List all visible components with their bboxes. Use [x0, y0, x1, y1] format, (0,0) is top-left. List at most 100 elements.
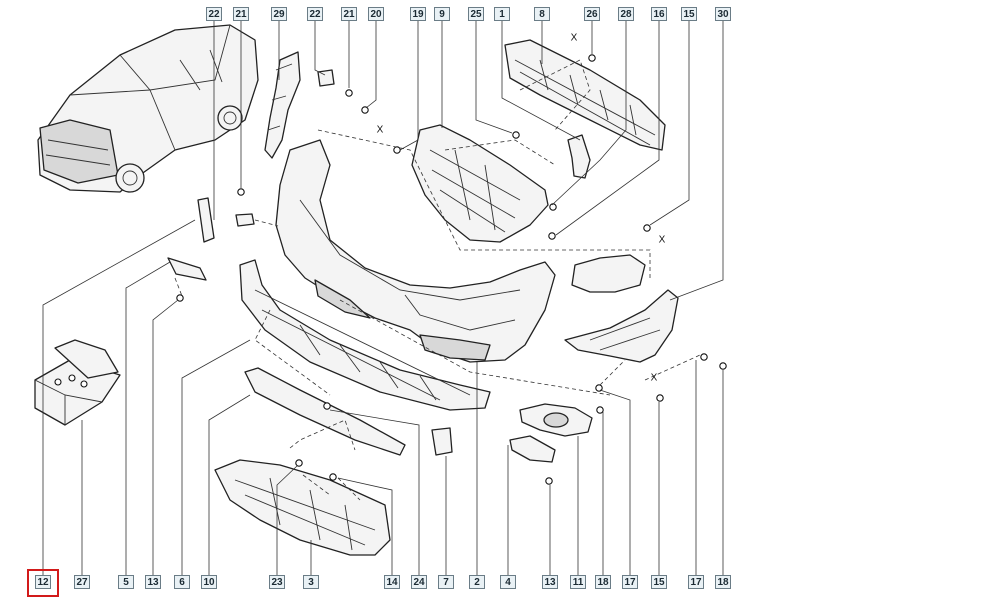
callout-25: 25: [468, 7, 484, 21]
callout-box: [595, 575, 611, 589]
callout-1: 1: [494, 7, 510, 21]
callout-box: [622, 575, 638, 589]
callout-label: 3: [308, 577, 314, 588]
callout-18: 18: [715, 575, 731, 589]
callout-box: [35, 575, 51, 589]
callout-7: 7: [438, 575, 454, 589]
fasteners: [176, 54, 727, 485]
callout-label: 21: [235, 9, 247, 20]
callout-box: [542, 575, 558, 589]
callout-box: [715, 7, 731, 21]
callout-label: 30: [717, 9, 729, 20]
callout-box: [74, 575, 90, 589]
callout-label: 17: [690, 577, 702, 588]
callout-box: [271, 7, 287, 21]
callout-label: 20: [370, 9, 382, 20]
callout-label: 10: [203, 577, 215, 588]
callout-box: [201, 575, 217, 589]
callout-box: [307, 7, 323, 21]
callout-box: [410, 7, 426, 21]
upper-grille: [411, 124, 549, 243]
callout-box: [570, 575, 586, 589]
top-leader-lines: [213, 21, 724, 301]
callout-box: [434, 7, 450, 21]
callout-box: [469, 575, 485, 589]
side-bracket-16: [571, 254, 646, 293]
callout-27: 27: [74, 575, 90, 589]
callout-label: 23: [271, 577, 283, 588]
callout-label: 18: [597, 577, 609, 588]
callout-16: 16: [651, 7, 667, 21]
callout-26: 26: [584, 7, 600, 21]
bumper-beam: [504, 39, 666, 151]
callout-box: [411, 575, 427, 589]
callout-box: [368, 7, 384, 21]
callout-label: 7: [443, 577, 449, 588]
callout-box: [341, 7, 357, 21]
callout-box: [174, 575, 190, 589]
callout-15: 15: [681, 7, 697, 21]
fastener-kit-box: [34, 339, 121, 426]
callout-label: 16: [653, 9, 665, 20]
callout-30: 30: [715, 7, 731, 21]
callout-14: 14: [384, 575, 400, 589]
callout-28: 28: [618, 7, 634, 21]
callout-13: 13: [542, 575, 558, 589]
side-bracket-29: [264, 51, 301, 159]
callout-box: [233, 7, 249, 21]
lower-grille: [239, 259, 491, 411]
callout-box: [534, 7, 550, 21]
callout-label: 5: [123, 577, 129, 588]
callout-22: 22: [307, 7, 323, 21]
bottom-leader-lines: [42, 219, 724, 575]
vehicle-thumbnail: [37, 24, 259, 193]
callout-label: 14: [386, 577, 398, 588]
callout-24: 24: [411, 575, 427, 589]
callout-17: 17: [688, 575, 704, 589]
callout-29: 29: [271, 7, 287, 21]
callout-18: 18: [595, 575, 611, 589]
bracket-22: [197, 197, 215, 243]
callout-label: 18: [717, 577, 729, 588]
callout-15: 15: [651, 575, 667, 589]
callout-label: 28: [620, 9, 632, 20]
callout-box: [651, 575, 667, 589]
callout-label: 24: [413, 577, 425, 588]
callout-21: 21: [233, 7, 249, 21]
callout-13: 13: [145, 575, 161, 589]
undertray: [214, 459, 391, 556]
bracket-4: [509, 435, 556, 463]
callout-box: [206, 7, 222, 21]
callout-box: [468, 7, 484, 21]
fog-lamp-ring: [543, 412, 569, 428]
side-bracket-30: [564, 289, 679, 363]
callout-box: [715, 575, 731, 589]
x-mark: X: [651, 373, 658, 384]
callout-label: 12: [37, 577, 49, 588]
x-mark: X: [571, 33, 578, 44]
tow-cap: [431, 427, 453, 456]
callout-22: 22: [206, 7, 222, 21]
callout-label: 13: [147, 577, 159, 588]
assembly-dashed-lines: [174, 59, 701, 501]
callout-label: 15: [653, 577, 665, 588]
callout-11: 11: [570, 575, 586, 589]
callout-box: [384, 575, 400, 589]
callout-label: 27: [76, 577, 88, 588]
callout-2: 2: [469, 575, 485, 589]
callout-box: [438, 575, 454, 589]
callout-4: 4: [500, 575, 516, 589]
callout-box: [145, 575, 161, 589]
callout-6: 6: [174, 575, 190, 589]
callout-box: [651, 7, 667, 21]
callout-label: 1: [499, 9, 505, 20]
bumper-cover: [275, 139, 556, 363]
callout-label: 11: [573, 577, 584, 588]
highlight-frame: [27, 569, 59, 597]
callout-label: 29: [273, 9, 285, 20]
callout-label: 15: [683, 9, 695, 20]
lower-trim-10: [244, 367, 406, 456]
